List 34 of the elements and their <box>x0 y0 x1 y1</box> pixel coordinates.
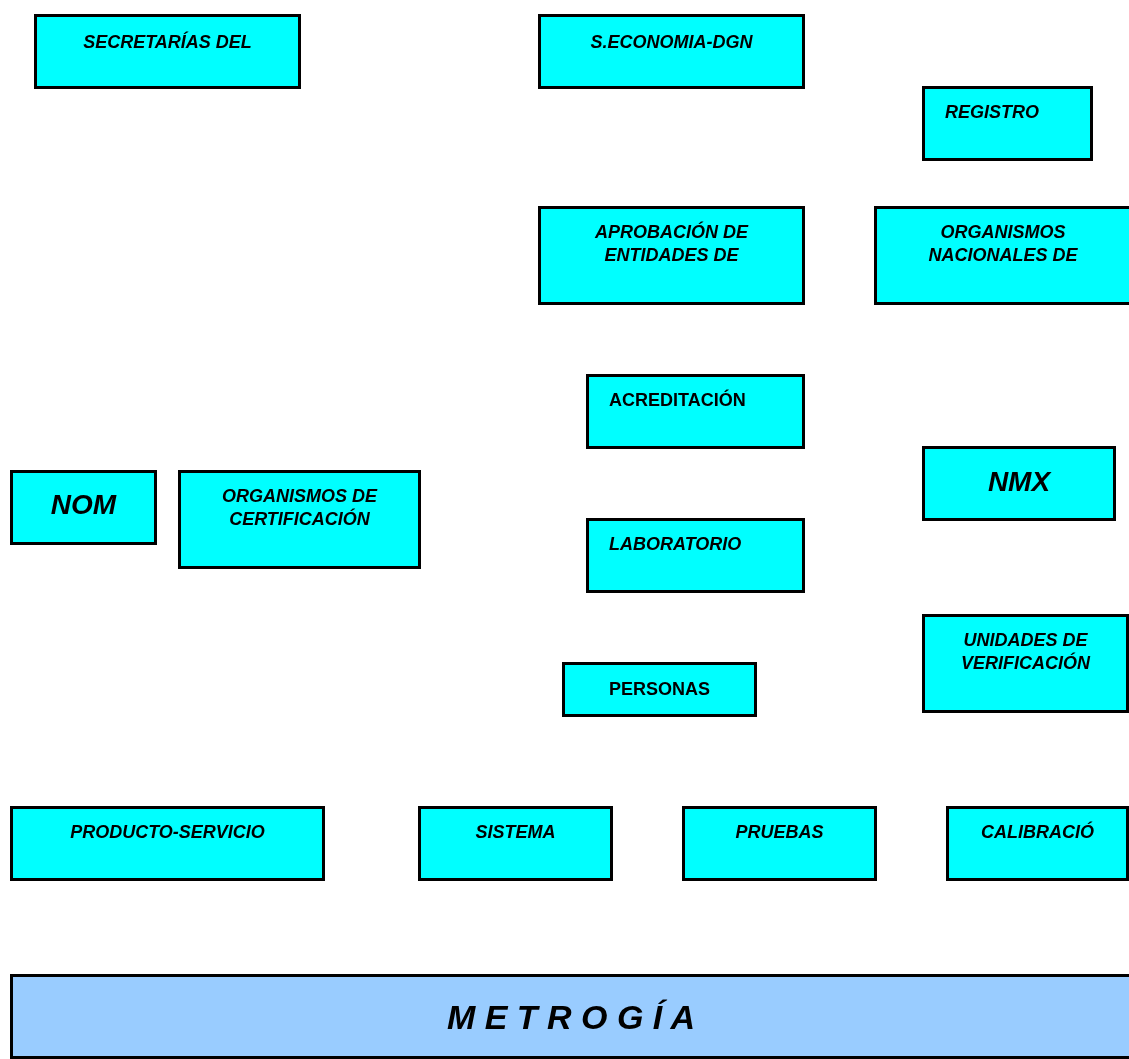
box-label: ACREDITACIÓN <box>608 389 747 412</box>
banner-box <box>10 974 1129 1059</box>
process-box <box>946 806 1129 881</box>
process-box <box>682 806 877 881</box>
box-label: ORGANISMOS NACIONALES DE <box>927 221 1079 268</box>
process-box <box>10 806 325 881</box>
process-box <box>922 614 1129 713</box>
box-label: PERSONAS <box>608 678 711 701</box>
box-label: SECRETARÍAS DEL <box>82 31 253 54</box>
process-box <box>586 518 805 593</box>
box-label: S.ECONOMIA-DGN <box>589 31 754 54</box>
process-box <box>34 14 301 89</box>
box-label: NOM <box>49 488 118 522</box>
process-box <box>538 14 805 89</box>
box-label: LABORATORIO <box>608 533 743 556</box>
process-box <box>874 206 1129 305</box>
box-label: PRODUCTO-SERVICIO <box>69 821 266 844</box>
box-label: REGISTRO <box>944 101 1040 124</box>
process-box <box>178 470 421 569</box>
box-label: CALIBRACIÓ <box>980 821 1095 844</box>
process-box <box>562 662 757 717</box>
process-box <box>10 470 157 545</box>
process-box <box>922 446 1116 521</box>
box-label: M E T R O G Í A <box>445 997 697 1038</box>
box-label: PRUEBAS <box>734 821 825 844</box>
box-label: NMX <box>986 465 1053 499</box>
process-box <box>538 206 805 305</box>
box-label: ORGANISMOS DE CERTIFICACIÓN <box>221 485 379 532</box>
process-box <box>922 86 1093 161</box>
box-label: SISTEMA <box>474 821 557 844</box>
box-label: UNIDADES DE VERIFICACIÓN <box>960 629 1092 676</box>
process-box <box>586 374 805 449</box>
box-label: APROBACIÓN DE ENTIDADES DE <box>594 221 750 268</box>
process-box <box>418 806 613 881</box>
